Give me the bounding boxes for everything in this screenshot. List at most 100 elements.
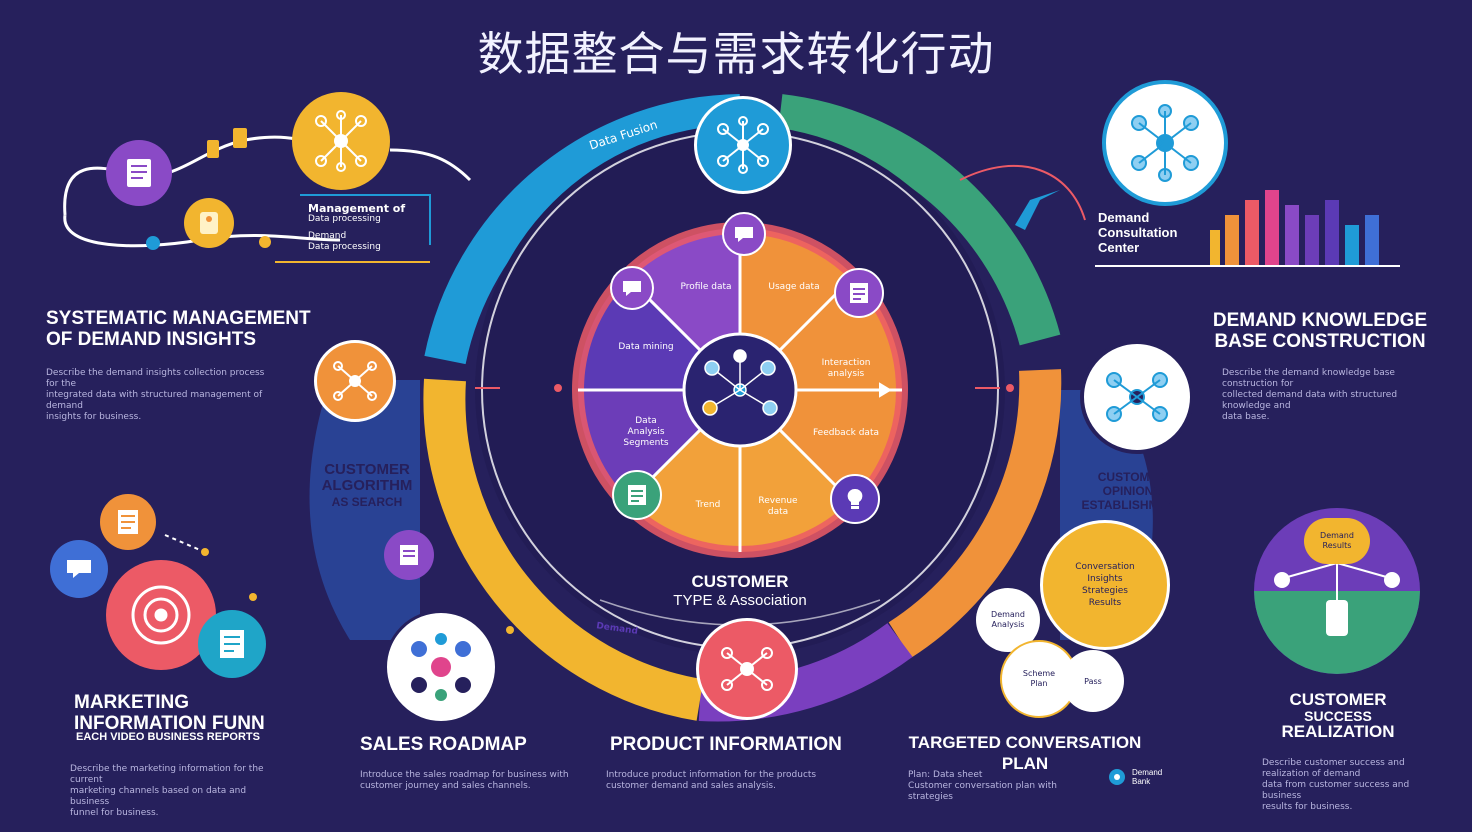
tag-icon [233,128,247,148]
heading-demand-knowledge: DEMAND KNOWLEDGE BASE CONSTRUCTION [1200,310,1440,352]
para-line: marketing channels based on data and bus… [70,786,247,807]
network-icon-circle-mid-right [1080,340,1194,454]
center-label-line1: CUSTOMER [691,572,789,591]
segment-label: Trend [695,500,721,510]
para-line: Describe customer success and realizatio… [1262,758,1405,779]
page-title: 数据整合与需求转化行动 [477,27,995,81]
paragraph-customer-success: Describe customer success and realizatio… [1262,758,1438,813]
heading-line: OPINIONS [1102,484,1162,498]
tag-icon [207,140,219,158]
bubble-line: Pass [1084,676,1102,686]
heading-customer-opinions: CUSTOMER OPINIONS ESTABLISHMENT [1074,470,1190,512]
network-icon-circle-white [1102,80,1228,206]
heading-line: REALIZATION [1281,722,1395,741]
segment-label: Interaction analysis [821,358,871,379]
success-circle-bottom [1254,562,1420,674]
heading-customer-success: CUSTOMER SUCCESS REALIZATION [1248,690,1428,741]
para-line: data base. [1222,412,1270,422]
segment-line: Analysis [627,427,665,437]
document-icon [118,510,138,534]
center-label: CUSTOMER TYPE & Association [620,572,860,609]
bubble-line: Scheme [1022,669,1056,678]
para-line: results for business. [1262,802,1353,812]
heading-line: TARGETED CONVERSATION [908,733,1142,752]
network-icon-circle-coral [696,618,798,720]
success-circle-top: Demand Results [1304,518,1370,564]
chat-icon-circle-blue [50,540,108,598]
para-line: Introduce the sales roadmap for business… [360,770,569,780]
chat-icon [623,281,641,296]
heading-line: DEMAND KNOWLEDGE [1212,310,1428,331]
callout-top-right: Demand Consultation Center [1098,210,1177,255]
network-icon-circle-top [292,92,390,190]
heading-line: SYSTEMATIC MANAGEMENT [46,308,311,329]
target-icon [131,585,191,645]
paragraph-marketing: Describe the marketing information for t… [70,764,280,819]
paragraph-sales-roadmap: Introduce the sales roadmap for business… [360,770,570,792]
para-line: Customer conversation plan with strategi… [908,781,1057,802]
para-line: Describe the demand insights collection … [46,368,265,389]
para-line: insights for business. [46,412,142,422]
chat-icon-circle [722,212,766,256]
callout-line: Data processing [308,242,381,252]
success-circle: Demand Results [1254,508,1420,674]
segment-label-left-lower: Data Analysis Segments [614,416,678,449]
circle-line: Results [1322,541,1352,550]
people-icon-circle [384,610,498,724]
callout-line: Demand [1098,210,1150,225]
document-icon-circle-teal [198,610,266,678]
paragraph-targeted-conversation: Plan: Data sheet Customer conversation p… [908,770,1098,803]
bubble-line: Results [1088,598,1122,608]
chat-icon [67,560,91,578]
logo-icon [1109,769,1125,785]
bubble-line: Insights [1087,574,1123,584]
network-icon [333,361,377,401]
subheading-marketing: EACH VIDEO BUSINESS REPORTS [76,731,260,743]
heading-line: INFORMATION FUNN [74,713,265,734]
para-line: customer journey and sales channels. [360,781,531,791]
heading-line: CUSTOMER [324,461,410,478]
network-icon [1106,372,1168,422]
heading-customer-algorithm: CUSTOMER ALGORITHM AS SEARCH [312,462,422,510]
network-icon [721,647,773,691]
document-icon-circle-purple [106,140,172,206]
segment-label: Data mining [618,342,674,352]
tag-icon [200,212,218,234]
segment-line: Segments [623,438,669,448]
segment-label: Feedback data [813,428,879,438]
network-icon-top-ring [694,96,792,194]
paragraph-systematic-management: Describe the demand insights collection … [46,368,276,423]
segment-line: Data [635,416,657,426]
callout-line: Demand [308,231,347,241]
heading-line: CUSTOMER [1289,690,1387,709]
heading-line: MARKETING [74,692,190,713]
heading-systematic-management: SYSTEMATIC MANAGEMENT OF DEMAND INSIGHTS [46,308,311,350]
document-icon [220,630,244,658]
chat-icon [735,227,753,242]
chat-icon-circle [610,266,654,310]
heading-line: AS SEARCH [331,495,403,509]
heading-line: ESTABLISHMENT [1081,498,1183,512]
callout-line: Center [1098,240,1140,255]
heading-product-information: PRODUCT INFORMATION [610,734,842,755]
para-line: Describe the marketing information for t… [70,764,264,785]
heading-marketing-information: MARKETING INFORMATION FUNN [74,692,265,734]
center-network-icon [702,349,778,416]
document-icon [400,545,418,565]
conversation-bubble-small: Pass [1062,650,1124,712]
segment-label: Profile data [680,282,732,292]
document-icon [628,485,646,505]
para-line: Introduce product information for the pr… [606,770,817,780]
heading-targeted-conversation: TARGETED CONVERSATION PLAN [900,732,1150,774]
heading-sales-roadmap: SALES ROADMAP [360,734,527,755]
callout-line: Data processing [308,214,381,224]
paragraph-demand-knowledge: Describe the demand knowledge base const… [1222,368,1442,423]
document-icon-circle-orange [100,494,156,550]
document-icon-circle [834,268,884,318]
callout-line: Management of [308,202,406,215]
segment-label: Usage data [768,282,820,292]
network-icon [717,116,769,174]
network-icon [315,110,367,172]
network-icon-circle-mid-left [314,340,396,422]
callout-line: Consultation [1098,225,1178,240]
